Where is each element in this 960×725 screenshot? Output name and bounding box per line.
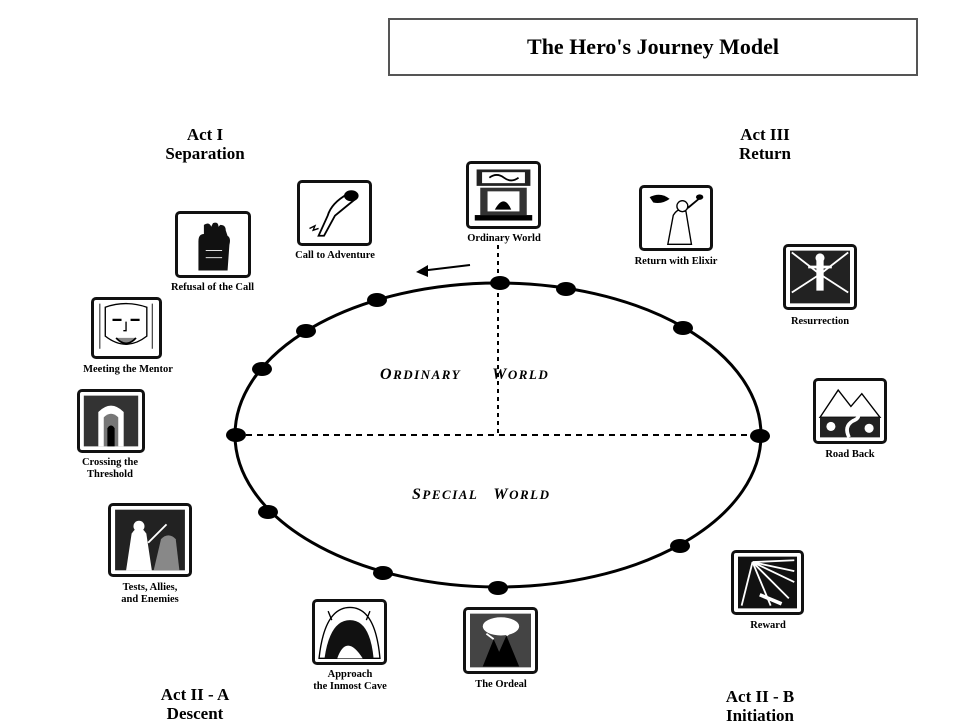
- stage-card-crossing-the-threshold: [77, 389, 145, 453]
- stage-label: Resurrection: [790, 316, 850, 327]
- act-number: Act II - A: [160, 685, 230, 704]
- act-label-return: Act III Return: [690, 125, 840, 163]
- stage-label: Ordinary World: [467, 233, 541, 244]
- stage-card-refusal-of-the-call: [175, 211, 251, 278]
- stage-dot: [252, 362, 272, 376]
- act-label-descent: Act II - A Descent: [115, 685, 275, 723]
- stage-dot: [673, 321, 693, 335]
- stage-card-approach-inmost-cave: [312, 599, 387, 665]
- stage-card-call-to-adventure: [297, 180, 372, 246]
- stage-card-the-ordeal: [463, 607, 538, 674]
- raised-hand-icon: [198, 222, 230, 271]
- stage-card-return-with-elixir: [639, 185, 713, 251]
- stage-dot: [258, 505, 278, 519]
- elixir-icon: [649, 194, 704, 246]
- stage-label: Meeting the Mentor: [83, 364, 173, 375]
- ordinary-world-region-label: ORDINARY WORLD: [380, 366, 550, 383]
- hearth-icon: [474, 169, 533, 221]
- stage-dot: [750, 429, 770, 443]
- stage-dot: [367, 293, 387, 307]
- stage-label: The Ordeal: [475, 679, 527, 690]
- stage-label: Tests, Allies,and Enemies: [121, 582, 179, 605]
- mountain-road-icon: [818, 388, 882, 439]
- stage-label: Return with Elixir: [634, 256, 718, 267]
- stage-dot: [226, 428, 246, 442]
- rising-figure-icon: [790, 250, 850, 304]
- act-number: Act III: [740, 125, 790, 144]
- stage-label: Call to Adventure: [295, 250, 375, 261]
- gateway-icon: [83, 395, 139, 447]
- cave-icon: [318, 606, 381, 660]
- direction-arrow: [416, 264, 471, 277]
- act-label-separation: Act I Separation: [130, 125, 280, 163]
- act-name: Return: [739, 144, 791, 163]
- figures-icon: [115, 509, 185, 571]
- act-name: Separation: [165, 144, 245, 163]
- act-number: Act I: [186, 125, 224, 144]
- diagram-title: The Hero's Journey Model: [388, 18, 918, 76]
- horn-icon: [309, 190, 359, 237]
- sword-rays-icon: [738, 556, 797, 609]
- act-number: Act II - B: [725, 687, 795, 706]
- stage-card-road-back: [813, 378, 887, 444]
- stage-label: Refusal of the Call: [170, 282, 255, 293]
- mentor-face-icon: [99, 302, 153, 349]
- stage-card-meeting-the-mentor: [91, 297, 162, 359]
- stage-label: Reward: [750, 620, 786, 631]
- stage-dot: [670, 539, 690, 553]
- stage-card-ordinary-world: [466, 161, 541, 229]
- stage-dot: [490, 276, 510, 290]
- stage-dot: [556, 282, 576, 296]
- stage-dot: [296, 324, 316, 338]
- struggle-icon: [470, 613, 531, 668]
- stage-card-resurrection: [783, 244, 857, 310]
- stage-label: Road Back: [825, 449, 875, 460]
- special-world-region-label: SPECIAL WORLD: [412, 486, 551, 503]
- stage-dot: [373, 566, 393, 580]
- act-name: Descent: [166, 704, 224, 723]
- stage-dot: [488, 581, 508, 595]
- stage-card-tests-allies-enemies: [108, 503, 192, 577]
- stage-card-reward: [731, 550, 804, 615]
